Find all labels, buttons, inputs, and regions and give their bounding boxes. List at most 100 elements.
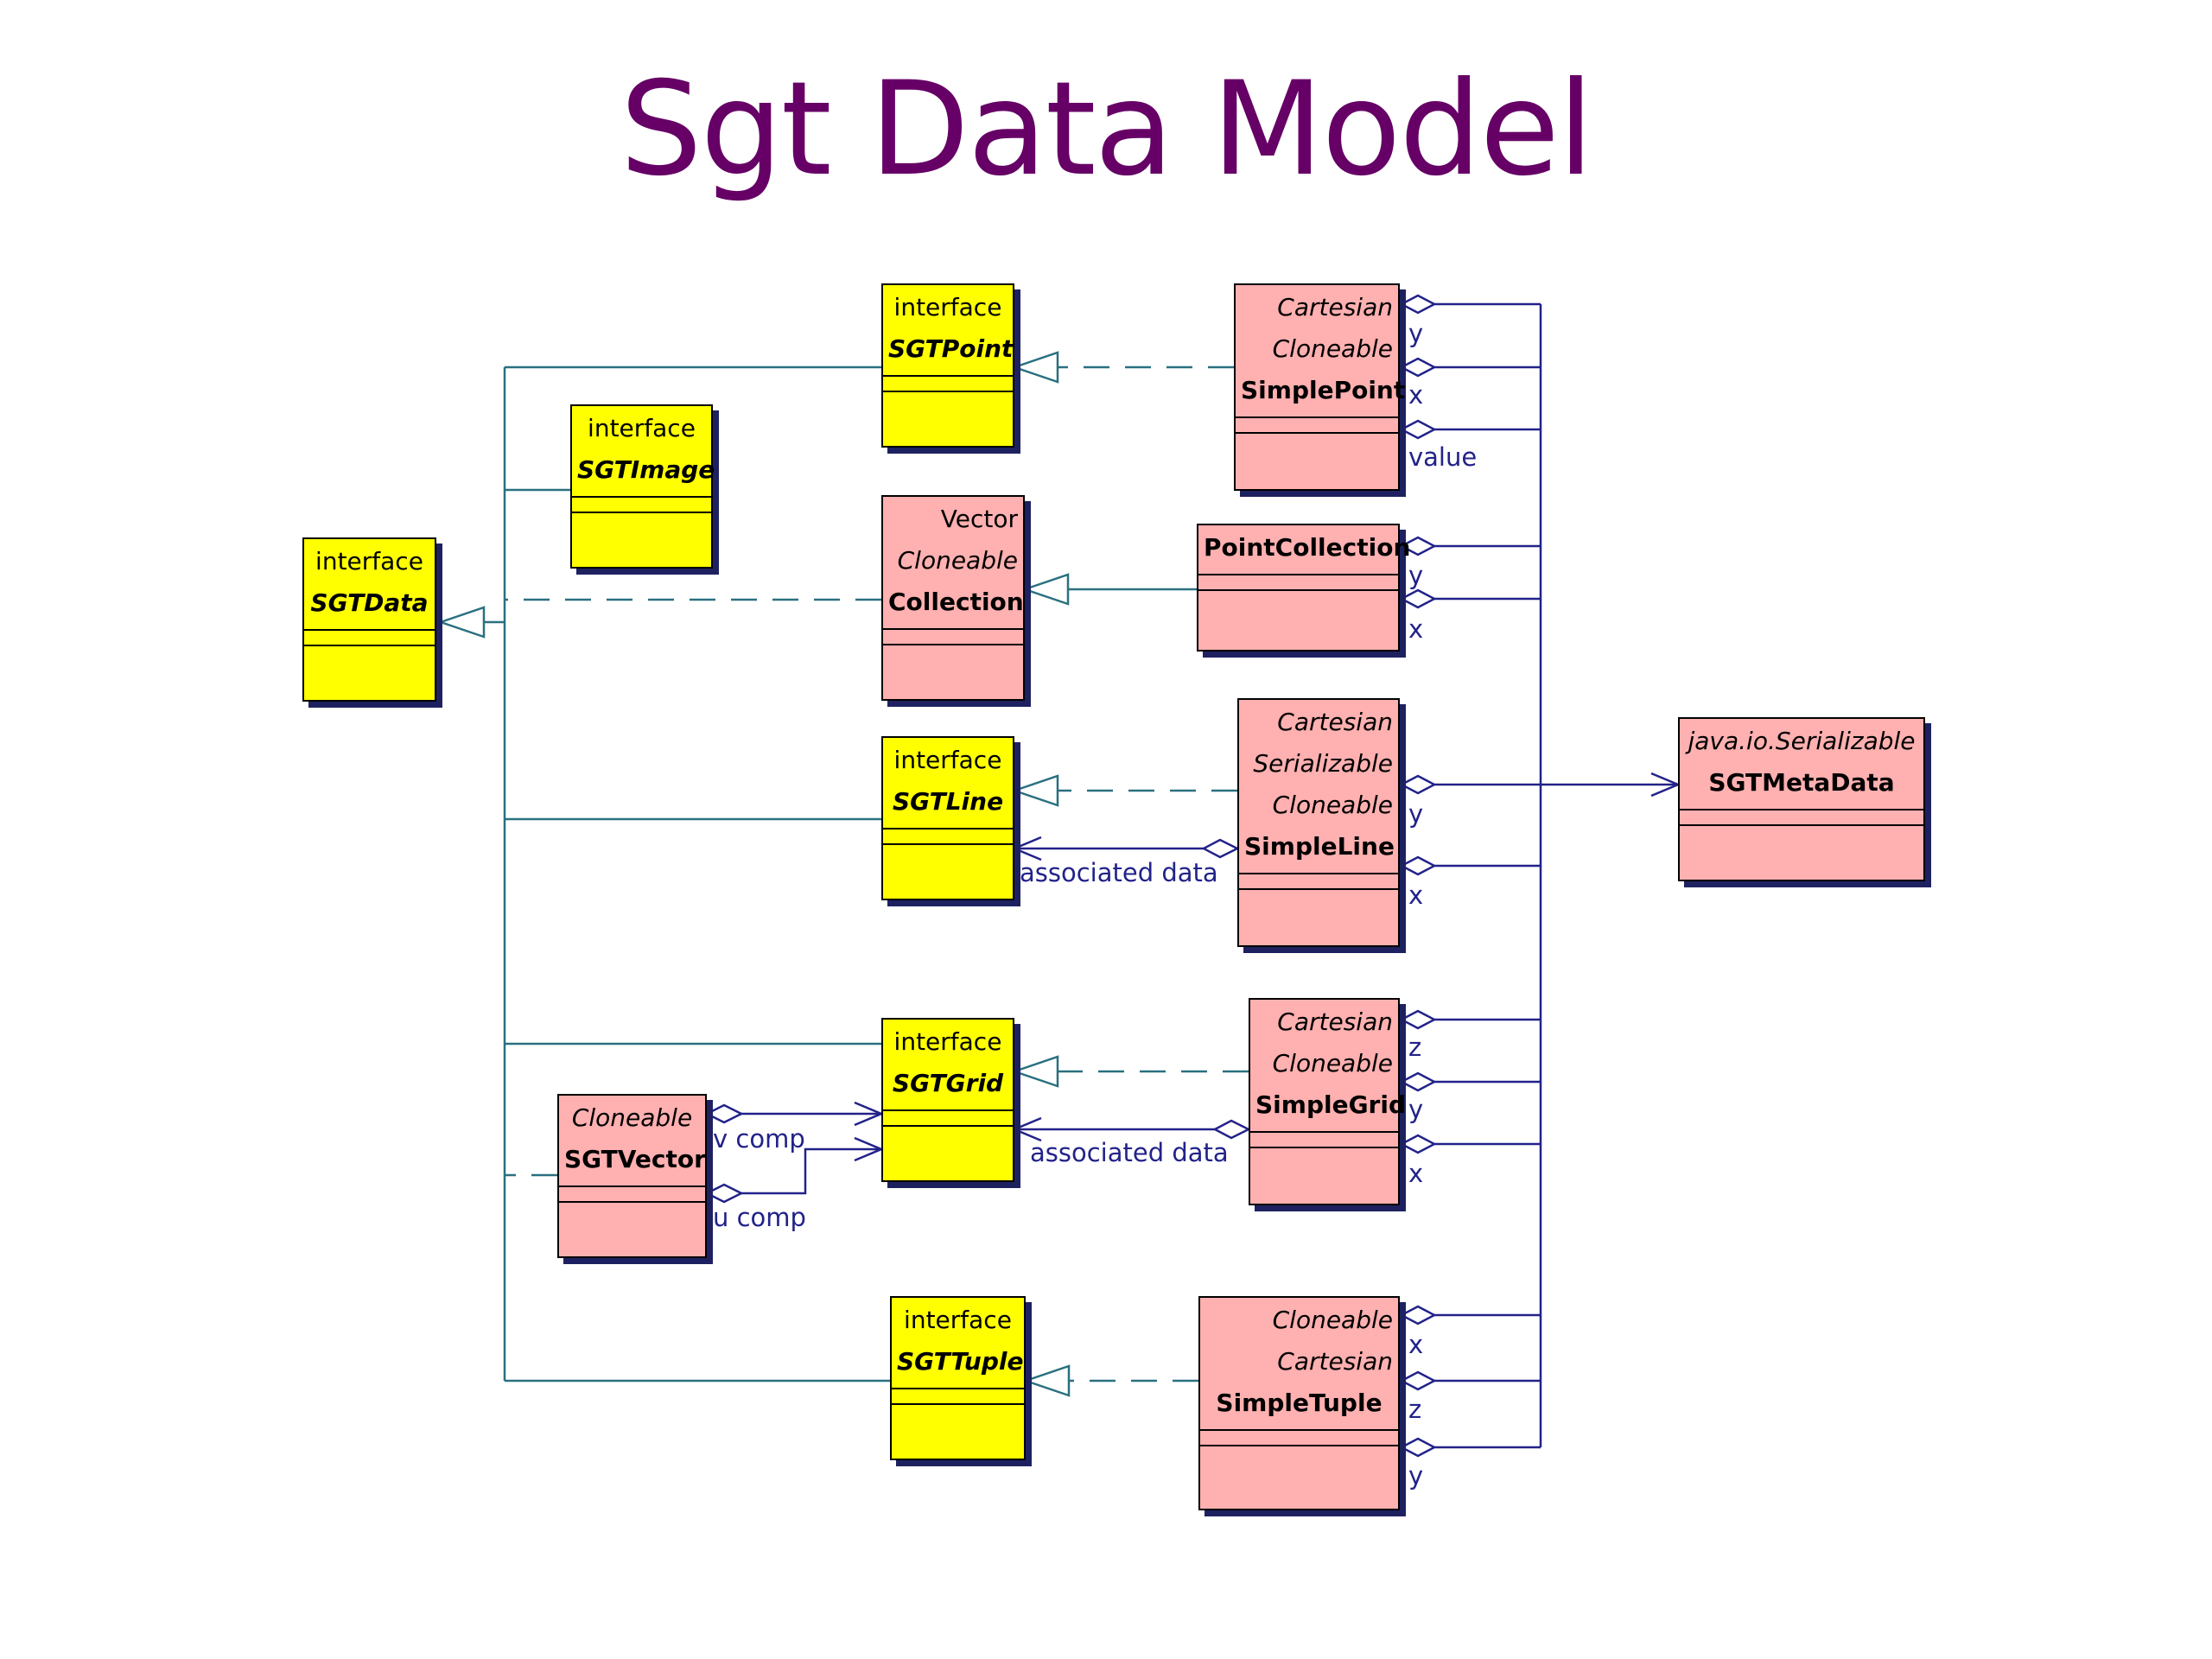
attributes-section bbox=[1239, 874, 1398, 890]
sgtline-box: interface SGTLine bbox=[881, 736, 1014, 900]
vcomp-label: v comp bbox=[713, 1124, 805, 1154]
diamond-st-z bbox=[1399, 1370, 1437, 1391]
role-label-pc-y: y bbox=[1408, 561, 1424, 590]
stereotype: Cloneable bbox=[1272, 1306, 1393, 1334]
diamond-sg-y bbox=[1399, 1071, 1437, 1092]
diamond-sl-y bbox=[1399, 774, 1437, 795]
simpletuple-box: Cloneable Cartesian SimpleTuple bbox=[1198, 1296, 1400, 1510]
attributes-section bbox=[1198, 575, 1398, 591]
class-name: PointCollection bbox=[1204, 533, 1411, 562]
simpleline-box: Cartesian Serializable Cloneable SimpleL… bbox=[1237, 698, 1400, 947]
diamond-pc-y bbox=[1399, 536, 1437, 556]
class-name: SimpleTuple bbox=[1216, 1389, 1382, 1417]
role-label-sp-x: x bbox=[1408, 380, 1424, 410]
metadata-associations bbox=[741, 302, 1678, 1449]
diamond-sp-value bbox=[1399, 419, 1437, 440]
role-label-sp-value: value bbox=[1408, 442, 1478, 472]
attributes-section bbox=[892, 1389, 1024, 1405]
class-name: SGTMetaData bbox=[1708, 768, 1895, 797]
stereotype: java.io.Serializable bbox=[1688, 727, 1916, 755]
class-name: SimpleGrid bbox=[1255, 1090, 1407, 1119]
stereotype: Cloneable bbox=[1272, 791, 1393, 819]
sgtgrid-box: interface SGTGrid bbox=[881, 1018, 1014, 1182]
attributes-section bbox=[1250, 1133, 1398, 1148]
stereotype: interface bbox=[588, 414, 696, 442]
stereotype: Cloneable bbox=[1272, 334, 1393, 363]
class-name: SimplePoint bbox=[1241, 376, 1406, 404]
stereotype: Vector bbox=[940, 505, 1018, 533]
class-name: SimpleLine bbox=[1244, 832, 1395, 861]
class-name: SGTData bbox=[310, 588, 429, 617]
sgtdata-inheritance-lines bbox=[437, 365, 890, 1382]
stereotype: Serializable bbox=[1253, 749, 1393, 778]
attributes-section bbox=[559, 1187, 705, 1203]
diamond-sg-x bbox=[1399, 1134, 1437, 1154]
class-name: SGTImage bbox=[577, 455, 715, 484]
role-label-st-y: y bbox=[1408, 1461, 1424, 1491]
role-label-st-x: x bbox=[1408, 1330, 1424, 1359]
stereotype: interface bbox=[315, 547, 423, 575]
class-name: Collection bbox=[888, 588, 1024, 616]
ucomp-label: u comp bbox=[713, 1203, 806, 1232]
stereotype: interface bbox=[893, 293, 1002, 321]
sgttuple-box: interface SGTTuple bbox=[890, 1296, 1026, 1460]
sgtimage-box: interface SGTImage bbox=[570, 404, 715, 569]
diamond-vcomp bbox=[704, 1103, 744, 1124]
role-label-st-z: z bbox=[1408, 1395, 1422, 1424]
simplepoint-box: Cartesian Cloneable SimplePoint bbox=[1234, 283, 1406, 491]
line-associated-data-label: associated data bbox=[1020, 858, 1218, 887]
attributes-section bbox=[883, 630, 1023, 645]
diamond-sg-assoc bbox=[1212, 1119, 1251, 1140]
sgtdata-box: interface SGTData bbox=[302, 537, 436, 702]
stereotype: Cloneable bbox=[897, 546, 1018, 575]
sgtpoint-box: interface SGTPoint bbox=[881, 283, 1014, 448]
diamond-sg-z bbox=[1399, 1009, 1437, 1030]
diamond-pc-x bbox=[1399, 588, 1437, 609]
collection-box: Vector Cloneable Collection bbox=[881, 495, 1025, 701]
role-label-sg-z: z bbox=[1408, 1033, 1422, 1062]
stereotype: interface bbox=[893, 746, 1002, 774]
class-name: SGTTuple bbox=[897, 1347, 1024, 1376]
role-label-sg-y: y bbox=[1408, 1095, 1424, 1124]
class-name: SGTGrid bbox=[892, 1069, 1004, 1097]
stereotype: Cloneable bbox=[1272, 1049, 1393, 1077]
sgtvector-box: Cloneable SGTVector bbox=[557, 1094, 707, 1258]
attributes-section bbox=[883, 377, 1013, 392]
stereotype: interface bbox=[893, 1027, 1002, 1056]
class-name: SGTVector bbox=[564, 1145, 706, 1173]
attributes-section bbox=[304, 631, 435, 646]
role-label-sg-x: x bbox=[1408, 1159, 1424, 1188]
pointcollection-box: PointCollection bbox=[1197, 524, 1411, 652]
attributes-section bbox=[1236, 418, 1398, 434]
stereotype: Cartesian bbox=[1277, 1347, 1393, 1376]
diamond-st-x bbox=[1399, 1305, 1437, 1325]
diamond-st-y bbox=[1399, 1437, 1437, 1458]
role-label-sp-y: y bbox=[1408, 319, 1424, 348]
diagram-title: Sgt Data Model bbox=[620, 54, 1593, 205]
role-label-sl-x: x bbox=[1408, 880, 1424, 910]
attributes-section bbox=[1200, 1431, 1398, 1446]
class-name: SGTLine bbox=[892, 787, 1004, 816]
diamond-sl-x bbox=[1399, 855, 1437, 876]
role-label-sl-y: y bbox=[1408, 799, 1424, 829]
stereotype: interface bbox=[904, 1306, 1012, 1334]
stereotype: Cartesian bbox=[1277, 293, 1393, 321]
class-name: SGTPoint bbox=[888, 334, 1014, 363]
diamond-sl-assoc bbox=[1201, 838, 1240, 859]
diamond-sp-y bbox=[1399, 294, 1437, 315]
sgtmetadata-box: java.io.Serializable SGTMetaData bbox=[1678, 717, 1925, 881]
role-label-pc-x: x bbox=[1408, 614, 1424, 644]
attributes-section bbox=[1680, 810, 1923, 826]
grid-associated-data-label: associated data bbox=[1030, 1138, 1229, 1167]
simplegrid-box: Cartesian Cloneable SimpleGrid bbox=[1249, 998, 1407, 1205]
ucomp-line bbox=[741, 1149, 881, 1195]
attributes-section bbox=[883, 1111, 1013, 1127]
attributes-section bbox=[572, 498, 711, 513]
stereotype: Cloneable bbox=[571, 1103, 693, 1132]
realization-lines bbox=[1011, 351, 1249, 1397]
stereotype: Cartesian bbox=[1277, 1007, 1393, 1036]
diamond-sp-x bbox=[1399, 357, 1437, 378]
stereotype: Cartesian bbox=[1277, 708, 1393, 736]
diamond-ucomp bbox=[704, 1183, 744, 1204]
